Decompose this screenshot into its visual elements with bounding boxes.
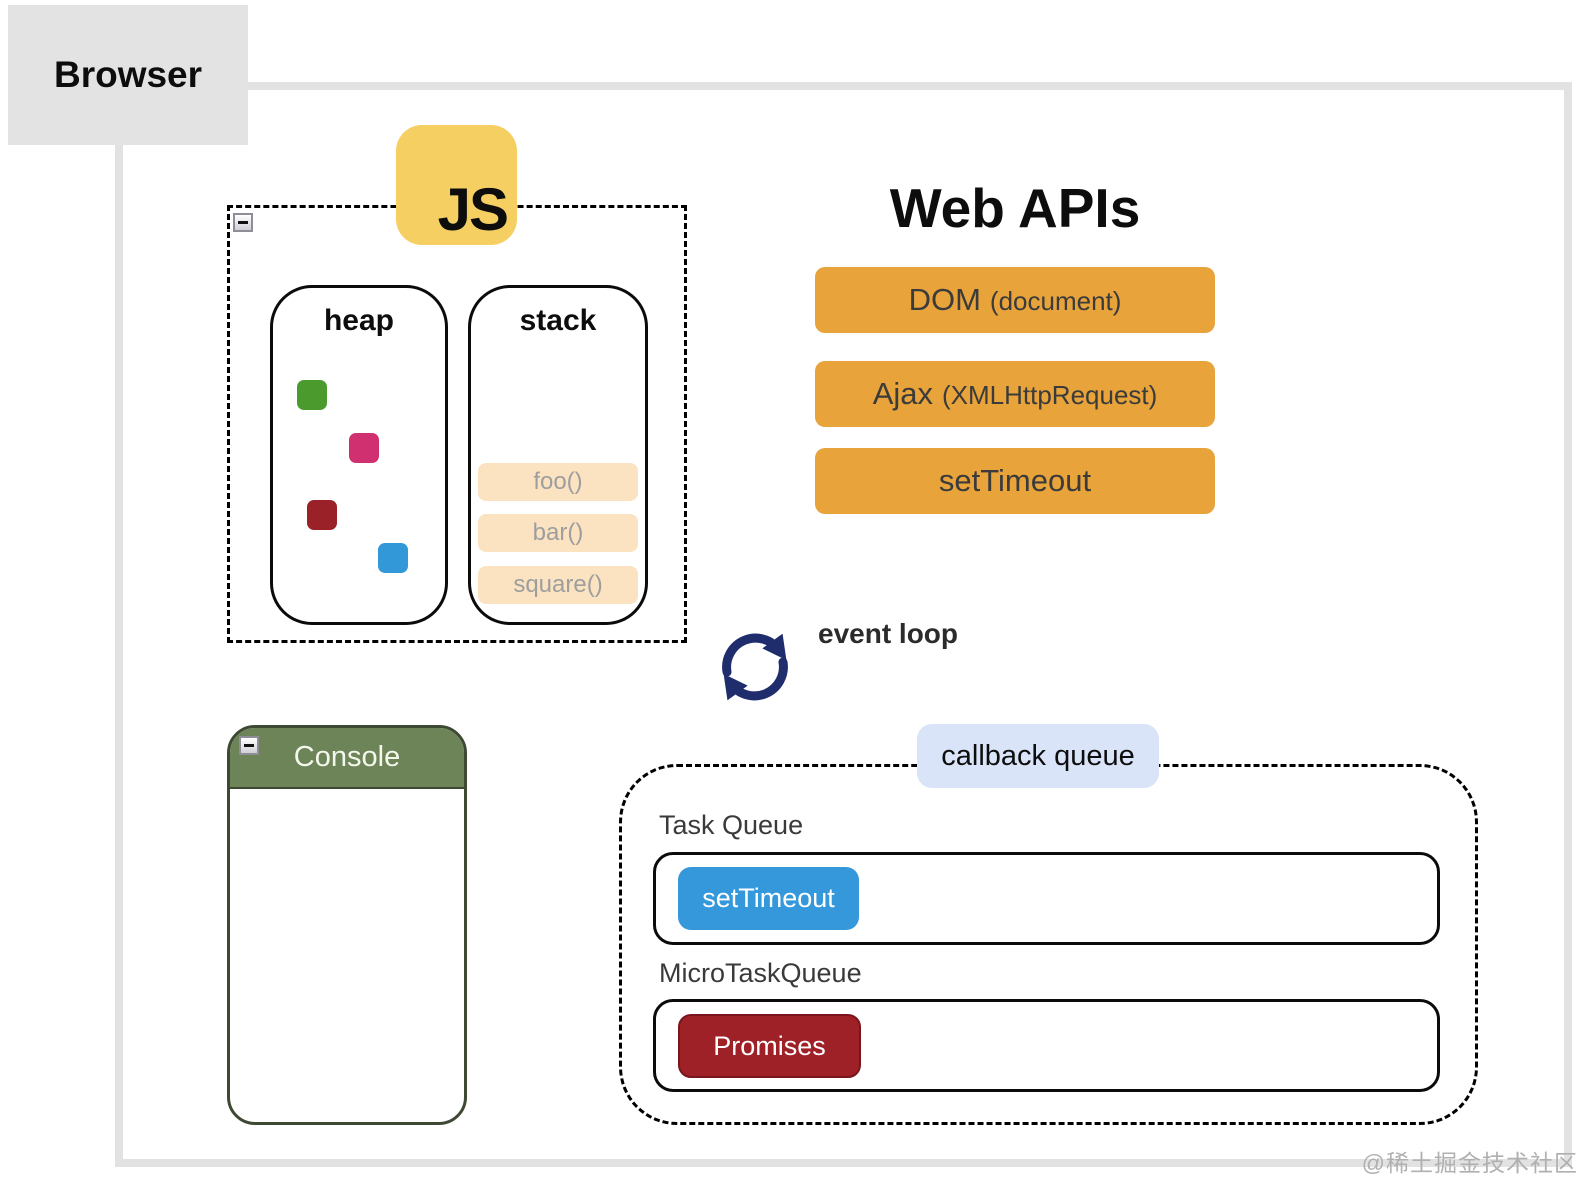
microtask-queue-box: Promises — [653, 999, 1440, 1092]
console-panel: Console — [227, 725, 467, 1125]
stack-frame: foo() — [478, 463, 638, 501]
heap-box: heap — [270, 285, 448, 625]
collapse-minus-icon[interactable] — [239, 736, 259, 755]
web-api-dom-button: DOM (document) — [815, 267, 1215, 333]
api-main-label: Ajax — [872, 376, 933, 411]
stack-frame: square() — [478, 566, 638, 604]
browser-label: Browser — [53, 54, 203, 95]
stack-frame: bar() — [478, 514, 638, 552]
task-queue-box: setTimeout — [653, 852, 1440, 945]
microtask-queue-title: MicroTaskQueue — [659, 958, 862, 988]
heap-object-pink — [349, 433, 379, 463]
api-sub-label: (XMLHttpRequest) — [942, 380, 1158, 410]
js-logo-text: JS — [437, 176, 509, 243]
js-logo-badge: JS — [396, 125, 517, 245]
event-loop-cycle-icon — [712, 617, 802, 712]
web-apis-title: Web APIs — [889, 177, 1141, 239]
microtask-queue-item-promises: Promises — [678, 1014, 861, 1078]
api-sub-label: (document) — [989, 286, 1122, 316]
api-main-label: DOM — [908, 282, 981, 317]
web-api-settimeout-button: setTimeout — [815, 448, 1215, 514]
heap-object-blue — [378, 543, 408, 573]
browser-label-box: Browser — [8, 5, 248, 145]
heap-object-green — [297, 380, 327, 410]
event-loop-label: event loop — [818, 618, 959, 649]
watermark-text: @稀土掘金技术社区 — [1361, 1150, 1578, 1176]
web-api-ajax-button: Ajax (XMLHttpRequest) — [815, 361, 1215, 427]
callback-queue-label: callback queue — [917, 724, 1159, 788]
collapse-minus-icon[interactable] — [233, 213, 253, 232]
api-main-label: setTimeout — [938, 463, 1092, 498]
console-header: Console — [230, 728, 464, 789]
task-queue-title: Task Queue — [659, 810, 804, 840]
heap-object-darkred — [307, 500, 337, 530]
stack-box: stack foo() bar() square() — [468, 285, 648, 625]
stack-title: stack — [519, 304, 597, 337]
task-queue-item-settimeout: setTimeout — [678, 867, 859, 930]
console-title: Console — [293, 741, 401, 773]
heap-title: heap — [323, 304, 395, 337]
